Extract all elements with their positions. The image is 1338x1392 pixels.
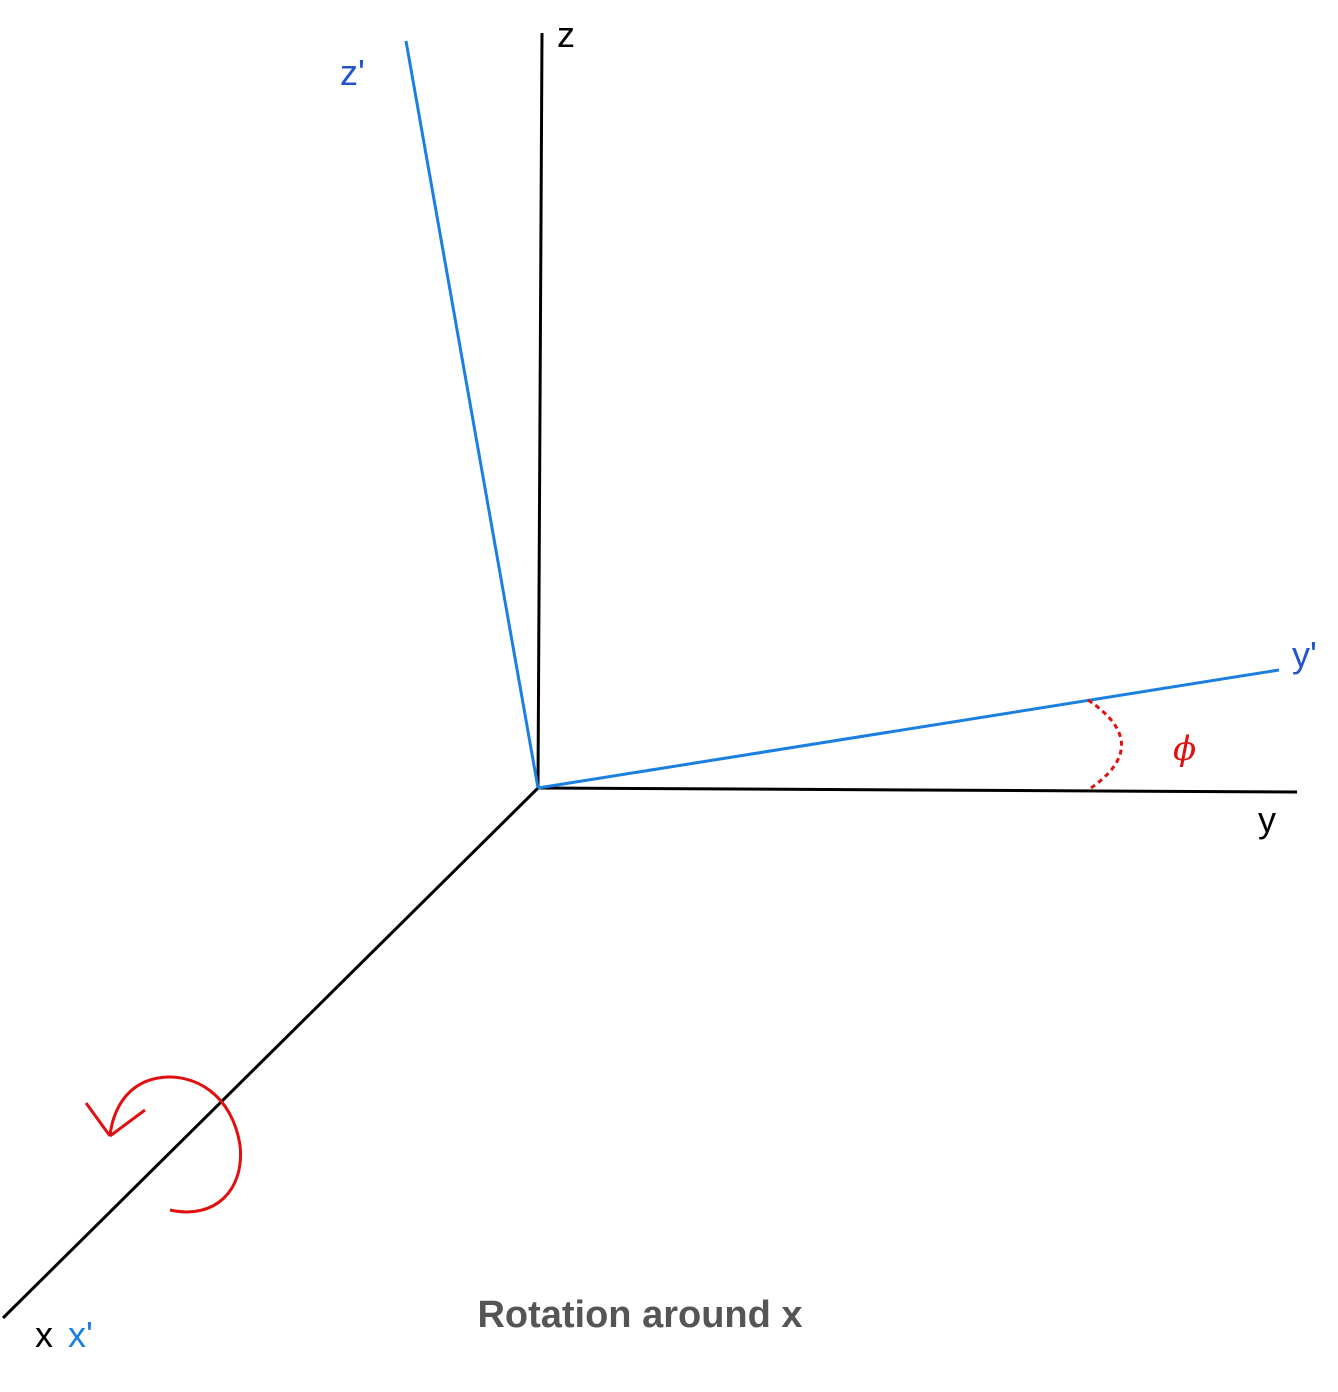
angle-label: ϕ [1173,729,1196,769]
z-label: z [557,14,575,55]
x-axis [1,786,540,1320]
counterclockwise-arrow-icon [84,1075,243,1214]
y-prime-label: y' [1292,634,1317,675]
z-prime-label: z' [340,52,365,93]
y-label: y [1258,799,1276,840]
y-prime-axis [537,668,1280,790]
z-axis [536,32,544,789]
z-prime-axis [404,40,540,789]
diagram-caption: Rotation around x [477,1294,802,1336]
y-axis [537,786,1298,794]
angle-arc [1087,698,1123,792]
x-label: x [35,1314,53,1355]
x-prime-label: x' [68,1314,93,1355]
